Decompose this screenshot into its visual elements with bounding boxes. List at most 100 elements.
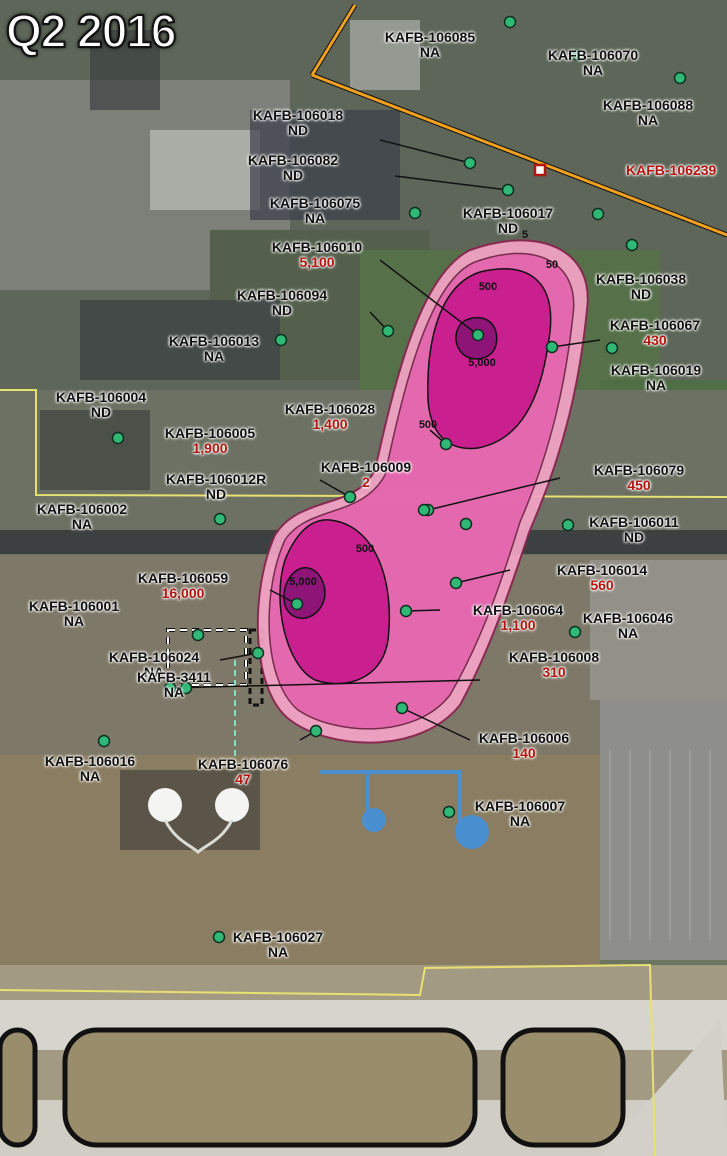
well-value: NA	[79, 768, 101, 784]
well-value: NA	[63, 613, 85, 629]
well-value: 5,100	[299, 254, 335, 270]
contour-label: 5	[522, 229, 528, 241]
leader-line	[427, 477, 561, 511]
well-value: ND	[287, 122, 309, 138]
well-label: KAFB-106239	[626, 163, 716, 178]
well-marker-kafb-106094[interactable]	[381, 324, 395, 338]
well-name: KAFB-106059	[137, 570, 229, 586]
well-name: KAFB-106016	[44, 753, 136, 769]
well-marker-kafb-106017[interactable]	[591, 207, 605, 221]
contour-500-south	[279, 519, 391, 685]
well-name: KAFB-106067	[609, 317, 701, 333]
well-value: 2	[362, 474, 370, 490]
well-value: NA	[71, 516, 93, 532]
well-name: KAFB-106027	[232, 929, 324, 945]
well-marker-kafb-106004[interactable]	[111, 431, 125, 445]
well-marker-kafb-106007[interactable]	[442, 805, 456, 819]
well-marker-kafb-106010[interactable]	[471, 328, 485, 342]
map-title: Q2 2016	[5, 5, 177, 57]
well-marker-kafb-106082[interactable]	[501, 183, 515, 197]
well-value: 1,100	[500, 617, 536, 633]
well-marker-kafb-106001[interactable]	[191, 628, 205, 642]
well-marker-kafb-106014[interactable]	[449, 576, 463, 590]
well-marker-kafb-106085[interactable]	[503, 15, 517, 29]
well-marker-kafb-106005[interactable]	[343, 490, 357, 504]
leader-line	[401, 707, 471, 741]
contour-label: 500	[356, 543, 374, 555]
well-marker-kafb-106046[interactable]	[568, 625, 582, 639]
well-marker-kafb-106002[interactable]	[417, 503, 431, 517]
well-value: NA	[163, 684, 185, 700]
well-value: ND	[497, 220, 519, 236]
well-marker-kafb-106075[interactable]	[408, 206, 422, 220]
well-value: 1,400	[312, 416, 348, 432]
well-marker-kafb-106013[interactable]	[274, 333, 288, 347]
well-value: 560	[590, 577, 614, 593]
well-name: KAFB-106239	[626, 162, 717, 178]
well-name: KAFB-106010	[271, 239, 363, 255]
well-name: KAFB-106075	[269, 195, 361, 211]
well-value: NA	[617, 625, 639, 641]
well-marker-kafb-106016[interactable]	[97, 734, 111, 748]
contour-label: 500	[479, 281, 497, 293]
well-markers	[97, 15, 687, 944]
contour-500-north	[427, 268, 552, 450]
well-name: KAFB-106064	[472, 602, 564, 618]
well-marker-kafb-106011[interactable]	[561, 518, 575, 532]
well-marker-kafb-106064[interactable]	[399, 604, 413, 618]
well-marker-kafb-106019[interactable]	[605, 341, 619, 355]
well-marker-kafb-106012r[interactable]	[213, 512, 227, 526]
well-marker-kafb-106076[interactable]	[309, 724, 323, 738]
well-marker-kafb-106088[interactable]	[673, 71, 687, 85]
well-value: NA	[267, 944, 289, 960]
well-name: KAFB-106046	[582, 610, 674, 626]
well-marker-kafb-106059[interactable]	[290, 597, 304, 611]
well-marker-kafb-106028[interactable]	[439, 437, 453, 451]
well-value: 16,000	[161, 585, 205, 601]
well-marker-kafb-106027[interactable]	[212, 930, 226, 944]
leader-line	[551, 339, 601, 348]
well-marker-kafb-106067[interactable]	[545, 340, 559, 354]
well-marker-kafb-106239[interactable]	[533, 163, 547, 177]
runway-infield	[62, 1027, 478, 1148]
well-marker-kafb-106018[interactable]	[463, 156, 477, 170]
well-name: KAFB-106009	[320, 459, 412, 475]
well-name: KAFB-106014	[556, 562, 648, 578]
well-name: KAFB-106019	[610, 362, 702, 378]
well-value: 310	[542, 664, 566, 680]
airfield-apron	[600, 700, 727, 960]
well-marker-kafb-106009[interactable]	[459, 517, 473, 531]
well-value: NA	[203, 348, 225, 364]
storage-tank-1	[148, 788, 182, 822]
well-marker-kafb-106038[interactable]	[625, 238, 639, 252]
well-marker-kafb-106006[interactable]	[395, 701, 409, 715]
well-marker-kafb-106008[interactable]	[163, 681, 177, 695]
contour-label: 50	[546, 259, 558, 271]
well-name: KAFB-106079	[593, 462, 685, 478]
well-name: KAFB-106018	[252, 107, 344, 123]
well-marker-kafb-106024[interactable]	[251, 646, 265, 660]
well-name: KAFB-106028	[284, 401, 376, 417]
well-marker-kafb-3411[interactable]	[179, 681, 193, 695]
plume-contours	[256, 239, 589, 744]
well-marker-kafb-106070[interactable]	[571, 48, 585, 62]
well-value: 450	[627, 477, 651, 493]
well-name: KAFB-106006	[478, 730, 570, 746]
well-value: NA	[637, 112, 659, 128]
